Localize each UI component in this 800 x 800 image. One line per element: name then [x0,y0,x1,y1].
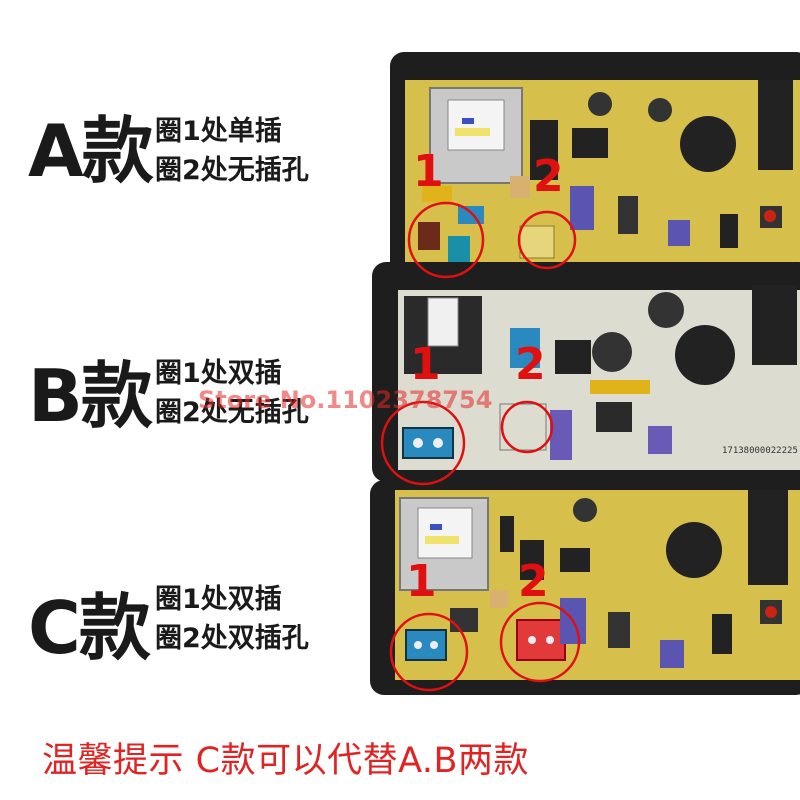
variant-a-note-2: 圈2处无插孔 [155,155,309,186]
board-a-circle-2 [517,210,577,270]
board-c-circle-1 [389,612,469,692]
marker-b-2: 2 [515,339,546,390]
board-c [370,480,800,695]
board-b-circle-2 [500,400,554,454]
variant-b-notes: 圈1处双插 圈2处无插孔 [155,354,309,432]
variant-c-label: C款 [28,586,151,670]
variant-a-label: A款 [28,109,154,193]
variant-b-note-1: 圈1处双插 [155,358,282,389]
board-c-circle-2 [499,601,581,683]
marker-a-2: 2 [533,151,564,202]
store-watermark: Store No.1102378754 [198,386,493,414]
board-a-circle-1 [407,201,485,279]
marker-a-1: 1 [413,146,444,197]
variant-c-note-2: 圈2处双插孔 [155,623,309,654]
variant-b-note-2: 圈2处无插孔 [155,397,309,428]
variant-a-note-1: 圈1处单插 [155,116,282,147]
variant-c-note-1: 圈1处双插 [155,584,282,615]
variant-c-notes: 圈1处双插 圈2处双插孔 [155,580,309,658]
marker-c-1: 1 [406,556,437,607]
board-b [372,262,800,482]
board-b-circle-1 [380,400,466,486]
footer-tip: 温馨提示 C款可以代替A.B两款 [42,741,530,781]
marker-c-2: 2 [518,556,549,607]
variant-b-label: B款 [28,354,153,438]
board-b-code: 17138000022225 [722,446,798,456]
board-a [390,52,800,277]
variant-a-notes: 圈1处单插 圈2处无插孔 [155,112,309,190]
marker-b-1: 1 [410,339,441,390]
